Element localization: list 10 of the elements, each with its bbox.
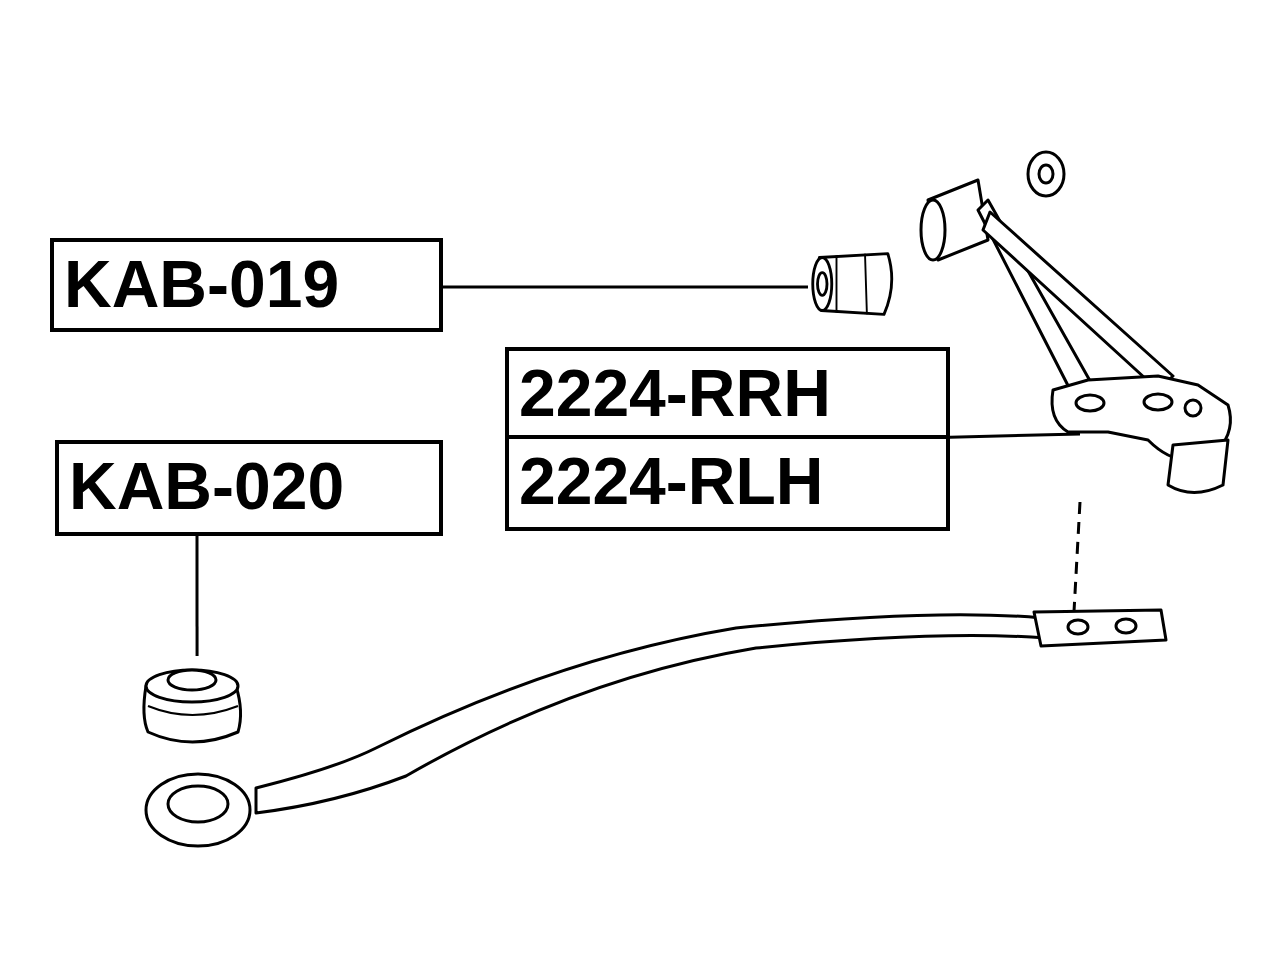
leader-line [949, 432, 1081, 439]
part-number: 2224-RRH [518, 355, 832, 432]
leader-line [195, 536, 199, 656]
part-number: KAB-020 [68, 448, 346, 525]
part-number-box [55, 440, 443, 536]
part-number-box [50, 238, 443, 332]
part-number: KAB-019 [63, 246, 341, 323]
part-number: 2224-RLH [518, 443, 825, 520]
part-number-box [505, 347, 950, 531]
leader-line [443, 285, 808, 289]
